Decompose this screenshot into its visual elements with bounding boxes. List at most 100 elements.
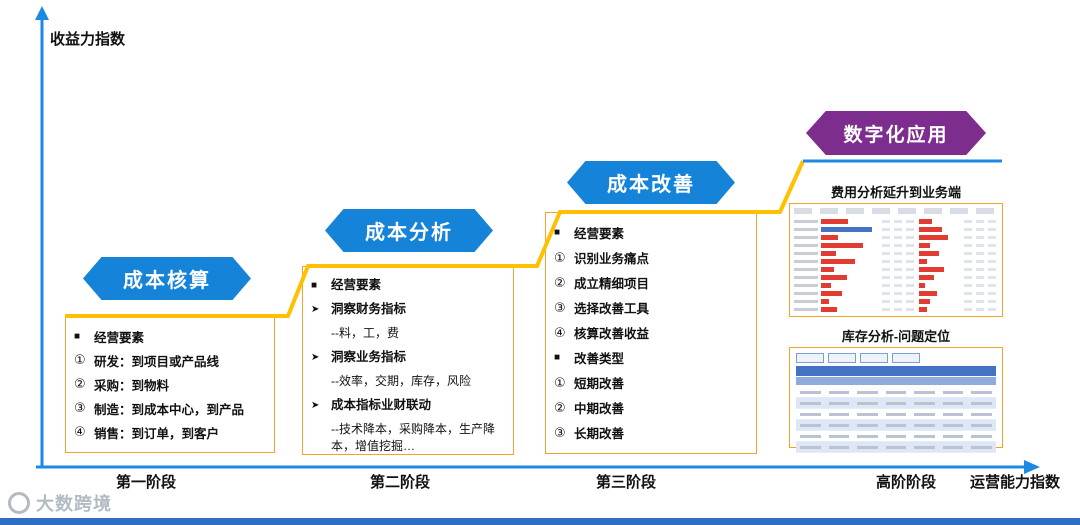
list-item: ④ 销售：到订单，到客户 [74, 420, 266, 444]
expense-bar-row [794, 297, 998, 305]
list-item: --效率，交期，库存，风险 [311, 370, 505, 394]
item-marker: ① [554, 374, 566, 390]
x-axis-label: 运营能力指数 [969, 474, 1060, 491]
expense-bar-row [794, 233, 998, 241]
item-text: 研发：到项目或产品线 [94, 354, 220, 369]
expense-bar-row [794, 289, 998, 297]
item-marker: ③ [74, 400, 86, 415]
item-text: 中期改善 [574, 402, 625, 416]
expense-bar-row [794, 305, 998, 313]
list-item: ■ 经营要素 [311, 274, 505, 298]
item-marker: ➤ [311, 304, 320, 315]
item-marker: ➤ [311, 352, 320, 363]
item-text: 经营要素 [94, 330, 145, 345]
filter-chip [860, 353, 888, 363]
filter-chip [828, 353, 856, 363]
inventory-table-row [796, 398, 996, 409]
expense-bar-row [794, 241, 998, 249]
item-marker: ■ [554, 352, 561, 363]
item-text: 成本指标业财联动 [331, 398, 432, 412]
stage2-banner: 成本分析 [325, 209, 493, 252]
expense-bar-row [794, 217, 998, 225]
list-item: ① 短期改善 [554, 370, 748, 395]
list-item: ① 研发：到项目或产品线 [74, 348, 266, 372]
filter-chips-row [796, 353, 996, 363]
item-text: --效率，交期，库存，风险 [331, 374, 471, 388]
item-marker: ② [74, 376, 86, 391]
item-text: 洞察业务指标 [331, 350, 407, 364]
stage4-axis-label: 高阶阶段 [875, 474, 936, 491]
item-text: --料，工，费 [331, 326, 399, 340]
list-item: --技术降本，采购降本，生产降本，增值挖掘… [311, 418, 505, 455]
item-marker: ④ [554, 324, 566, 340]
item-text: 采购：到物料 [94, 378, 170, 393]
list-item: ③ 制造：到成本中心，到产品 [74, 396, 266, 420]
list-item: ➤ 成本指标业财联动 [311, 394, 505, 418]
table-subheader-band [796, 377, 996, 385]
inventory-analysis-shot [789, 347, 1003, 453]
expense-bar-row [794, 225, 998, 233]
item-marker: ③ [554, 424, 566, 440]
stage2-axis-label: 第二阶段 [369, 474, 430, 491]
list-item: ■ 改善类型 [554, 345, 748, 370]
stage3-axis-label: 第三阶段 [595, 474, 656, 491]
expense-bar-row [794, 281, 998, 289]
stage2-item-list: ■ 经营要素 ➤ 洞察财务指标 --料，工，费 ➤ 洞察业务指标 --效率，交期，库存… [311, 274, 505, 455]
item-text: 制造：到成本中心，到产品 [94, 402, 245, 417]
item-marker: ④ [74, 424, 86, 439]
inventory-table-row [796, 387, 996, 398]
inventory-analysis-caption: 库存分析-问题定位 [841, 329, 951, 344]
expense-bar-row [794, 265, 998, 273]
item-marker: ① [74, 352, 86, 367]
list-item: ③ 长期改善 [554, 420, 748, 445]
inventory-table-row [796, 431, 996, 442]
filter-chip [796, 353, 824, 363]
item-marker: ② [554, 399, 566, 415]
item-text: 选择改善工具 [574, 302, 650, 316]
list-item: ④ 核算改善收益 [554, 320, 748, 345]
list-item: --料，工，费 [311, 322, 505, 346]
item-text: 经营要素 [331, 278, 382, 292]
filter-chip [892, 353, 920, 363]
expense-bar-row [794, 249, 998, 257]
item-text: 识别业务痛点 [574, 252, 650, 266]
inventory-table-row [796, 409, 996, 420]
item-marker: ➤ [311, 400, 320, 411]
item-text: --技术降本，采购降本，生产降本，增值挖掘… [331, 422, 495, 453]
list-item: ② 中期改善 [554, 395, 748, 420]
shot-header-strip [794, 208, 998, 214]
stage2-box: ■ 经营要素 ➤ 洞察财务指标 --料，工，费 ➤ 洞察业务指标 --效率，交期，库存… [302, 266, 514, 455]
item-text: 销售：到订单，到客户 [94, 426, 220, 441]
y-axis-label: 收益力指数 [50, 31, 126, 48]
stage1-banner: 成本核算 [83, 257, 251, 300]
inventory-table-row [796, 420, 996, 431]
item-text: 改善类型 [574, 352, 625, 366]
expense-analysis-caption: 费用分析延升到业务端 [830, 185, 961, 200]
item-text: 核算改善收益 [574, 327, 650, 341]
list-item: ➤ 洞察业务指标 [311, 346, 505, 370]
item-text: 洞察财务指标 [331, 302, 407, 316]
watermark: 大数跨境 [8, 490, 112, 516]
list-item: ➤ 洞察财务指标 [311, 298, 505, 322]
watermark-text: 大数跨境 [36, 494, 112, 514]
list-item: ■经营要素 [74, 324, 266, 348]
list-item: ② 采购：到物料 [74, 372, 266, 396]
stage3-banner: 成本改善 [567, 161, 735, 204]
expense-bar-rows [794, 217, 998, 313]
expense-bar-row [794, 257, 998, 265]
watermark-logo-icon [8, 492, 30, 514]
inventory-table-row [796, 442, 996, 453]
item-marker: ■ [311, 280, 318, 291]
table-header-band [796, 366, 996, 376]
item-text: 成立精细项目 [574, 277, 650, 291]
item-text: 短期改善 [574, 377, 625, 391]
item-marker: ③ [554, 299, 566, 315]
item-text: 长期改善 [574, 427, 625, 441]
expense-bar-row [794, 273, 998, 281]
